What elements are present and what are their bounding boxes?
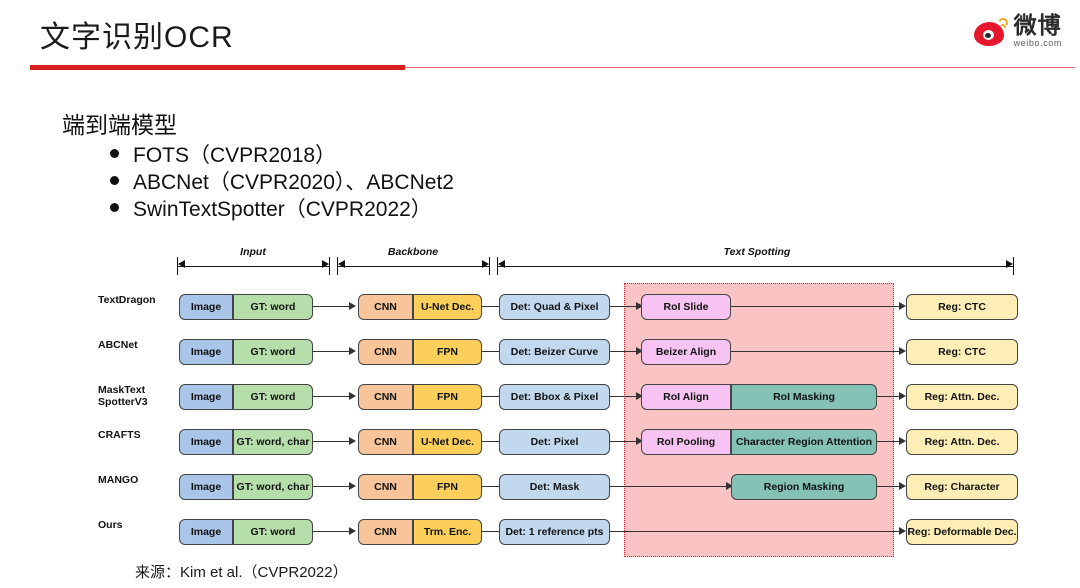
table-row: ABCNet Image GT: word CNN FPN Det: Beize… — [0, 339, 1080, 367]
node-det: Det: Pixel — [499, 429, 610, 455]
node-cnn: CNN — [358, 519, 413, 545]
list-item-label: SwinTextSpotter（CVPR2022） — [133, 197, 432, 221]
node-det: Det: Bbox & Pixel — [499, 384, 610, 410]
node-gt: GT: word — [233, 294, 313, 320]
row-label-line1: MaskText — [98, 384, 146, 396]
node-det: Det: Quad & Pixel — [499, 294, 610, 320]
page-title: 文字识别OCR — [40, 21, 234, 54]
node-det: Det: 1 reference pts — [499, 519, 610, 545]
bullet-list: FOTS（CVPR2018） ABCNet（CVPR2020）、ABCNet2 … — [110, 140, 454, 221]
node-reg: Reg: Attn. Dec. — [906, 384, 1018, 410]
node-reg: Reg: Character — [906, 474, 1018, 500]
node-gt: GT: word, char — [233, 429, 313, 455]
weibo-brand-url: weibo.com — [1013, 38, 1062, 48]
node-image: Image — [179, 339, 233, 365]
node-spotting-2: Character Region Attention — [731, 429, 877, 455]
node-spotting: Region Masking — [731, 474, 877, 500]
weibo-logo: 微博 weibo.com — [973, 12, 1062, 48]
node-cnn: CNN — [358, 474, 413, 500]
node-cnn: CNN — [358, 384, 413, 410]
row-label-line2: SpotterV3 — [98, 396, 148, 408]
list-item-label: FOTS（CVPR2018） — [133, 143, 337, 167]
phase-label-input: Input — [240, 246, 266, 258]
node-spotting: RoI Align — [641, 384, 731, 410]
bullet-dot-icon — [110, 149, 119, 158]
row-label: ABCNet — [98, 339, 138, 351]
node-spotting: Beizer Align — [641, 339, 731, 365]
row-label: CRAFTS — [98, 429, 141, 441]
row-label: Ours — [98, 519, 123, 531]
row-label: MANGO — [98, 474, 139, 486]
section-heading: 端到端模型 — [62, 112, 177, 138]
node-gt: GT: word — [233, 384, 313, 410]
title-underline-thick — [30, 65, 405, 70]
node-cnn: CNN — [358, 429, 413, 455]
table-row: TextDragon Image GT: word CNN U-Net Dec.… — [0, 294, 1080, 322]
phase-label-spotting: Text Spotting — [723, 246, 791, 258]
node-det: Det: Mask — [499, 474, 610, 500]
node-spotting: RoI Pooling — [641, 429, 731, 455]
node-gt: GT: word — [233, 519, 313, 545]
node-gt: GT: word — [233, 339, 313, 365]
list-item: ABCNet（CVPR2020）、ABCNet2 — [110, 167, 454, 194]
list-item-label: ABCNet（CVPR2020）、ABCNet2 — [133, 170, 454, 194]
node-gt: GT: word, char — [233, 474, 313, 500]
node-neck: FPN — [413, 474, 482, 500]
list-item: SwinTextSpotter（CVPR2022） — [110, 194, 454, 221]
node-neck: U-Net Dec. — [413, 429, 482, 455]
node-neck: FPN — [413, 339, 482, 365]
node-reg: Reg: Attn. Dec. — [906, 429, 1018, 455]
table-row: MaskText SpotterV3 Image GT: word CNN FP… — [0, 384, 1080, 412]
node-image: Image — [179, 474, 233, 500]
node-image: Image — [179, 429, 233, 455]
node-image: Image — [179, 519, 233, 545]
phase-label-backbone: Backbone — [387, 246, 439, 258]
node-reg: Reg: Deformable Dec. — [906, 519, 1018, 545]
node-reg: Reg: CTC — [906, 339, 1018, 365]
node-det: Det: Beizer Curve — [499, 339, 610, 365]
text-spotting-highlight-band — [624, 283, 894, 557]
weibo-eye-icon — [973, 16, 1009, 46]
node-cnn: CNN — [358, 294, 413, 320]
list-item: FOTS（CVPR2018） — [110, 140, 454, 167]
bullet-dot-icon — [110, 176, 119, 185]
table-row: MANGO Image GT: word, char CNN FPN Det: … — [0, 474, 1080, 502]
weibo-brand-name: 微博 — [1013, 12, 1062, 38]
node-neck: U-Net Dec. — [413, 294, 482, 320]
row-label: MaskText SpotterV3 — [98, 384, 176, 408]
table-row: CRAFTS Image GT: word, char CNN U-Net De… — [0, 429, 1080, 457]
source-caption: 来源：Kim et al.（CVPR2022） — [135, 564, 348, 581]
node-image: Image — [179, 384, 233, 410]
node-spotting: RoI Slide — [641, 294, 731, 320]
row-label: TextDragon — [98, 294, 156, 306]
bullet-dot-icon — [110, 203, 119, 212]
node-neck: FPN — [413, 384, 482, 410]
title-underline-thin — [405, 67, 1075, 68]
node-image: Image — [179, 294, 233, 320]
node-reg: Reg: CTC — [906, 294, 1018, 320]
node-spotting-2: RoI Masking — [731, 384, 877, 410]
table-row: Ours Image GT: word CNN Trm. Enc. Det: 1… — [0, 519, 1080, 547]
node-neck: Trm. Enc. — [413, 519, 482, 545]
node-cnn: CNN — [358, 339, 413, 365]
pipeline-diagram: Input Backbone Text Spotting TextDragon … — [0, 238, 1080, 568]
